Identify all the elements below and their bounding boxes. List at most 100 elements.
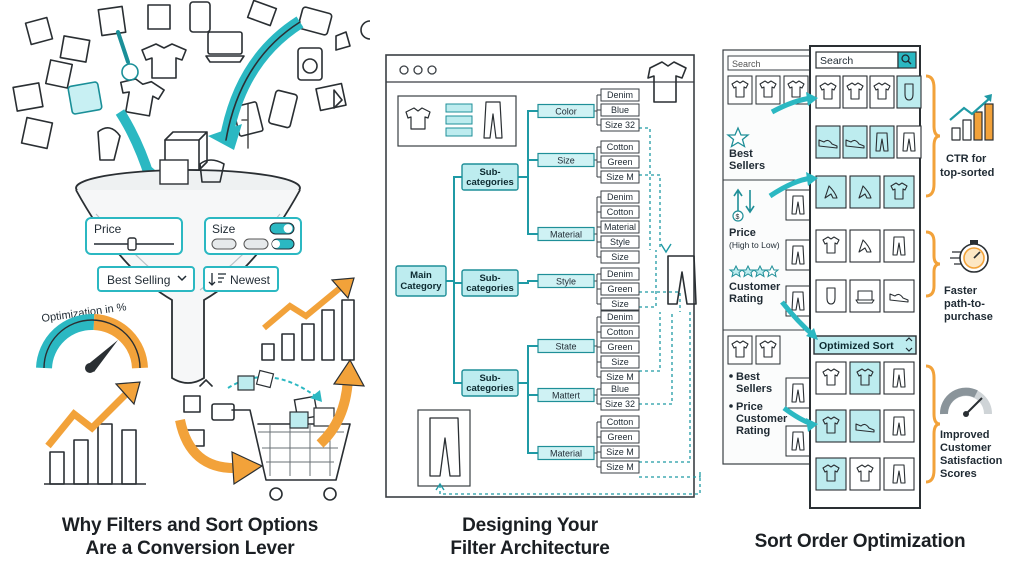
filter-value-node[interactable]: Style	[600, 235, 640, 249]
product-tile[interactable]	[815, 175, 847, 209]
filter-value-node[interactable]: Size M	[600, 370, 640, 384]
filter-value-node[interactable]: Size	[600, 355, 640, 369]
search-input[interactable]: Search	[815, 51, 917, 69]
filter-value-node[interactable]: Cotton	[600, 325, 640, 339]
product-tile[interactable]	[896, 125, 922, 159]
search-input[interactable]: Search	[727, 55, 813, 71]
filter-value-node[interactable]: Size 32	[600, 118, 640, 132]
filter-value-node[interactable]: Denim	[600, 267, 640, 281]
product-tile[interactable]	[815, 125, 841, 159]
filter-value-node[interactable]: Blue	[600, 382, 640, 396]
product-tile[interactable]	[849, 457, 881, 491]
product-tile[interactable]	[785, 377, 811, 409]
sort-best-selling-dropdown[interactable]: Best Selling	[97, 266, 195, 292]
node-label: categories	[466, 383, 514, 394]
chevron-down-icon	[177, 275, 187, 282]
node-label: categories	[466, 177, 514, 188]
search-button[interactable]	[897, 51, 917, 69]
product-tile[interactable]	[842, 125, 868, 159]
sort-newest-button[interactable]: Newest	[203, 266, 279, 292]
filter-value-node[interactable]: Size	[600, 250, 640, 264]
attribute-node[interactable]: Mattert	[537, 387, 595, 403]
product-tile[interactable]	[815, 229, 847, 263]
product-tile[interactable]	[727, 75, 753, 105]
attribute-node[interactable]: Style	[537, 273, 595, 289]
optimized-sort-dropdown[interactable]: Optimized Sort	[813, 335, 917, 355]
filter-value-node[interactable]: Green	[600, 340, 640, 354]
subcategory-node[interactable]: Sub-categories	[461, 163, 519, 191]
size-label: Size	[212, 222, 236, 236]
node-label: Sub-	[479, 373, 500, 384]
product-tile[interactable]	[869, 125, 895, 159]
attribute-node[interactable]: Material	[537, 226, 595, 242]
filter-value-node[interactable]: Green	[600, 155, 640, 169]
filter-value-node[interactable]: Blue	[600, 103, 640, 117]
price-sort-sublabel: (High to Low)	[729, 240, 780, 250]
price-slider-handle[interactable]	[127, 237, 137, 251]
filter-value-node[interactable]: Size	[600, 297, 640, 311]
chevron-updown-icon	[905, 337, 913, 352]
filter-value-node[interactable]: Size M	[600, 445, 640, 459]
product-tile[interactable]	[849, 361, 881, 395]
product-tile[interactable]	[785, 189, 811, 221]
product-tile[interactable]	[849, 409, 881, 443]
filter-value-node[interactable]: Size M	[600, 460, 640, 474]
node-label: Denim	[607, 312, 633, 322]
product-tile[interactable]	[785, 239, 811, 271]
filter-value-node[interactable]: Denim	[600, 310, 640, 324]
filter-value-node[interactable]: Denim	[600, 190, 640, 204]
product-tile[interactable]	[849, 279, 881, 313]
filter-value-node[interactable]: Green	[600, 430, 640, 444]
product-tile[interactable]	[785, 285, 811, 317]
product-tile[interactable]	[883, 361, 915, 395]
best-sellers-option[interactable]	[726, 126, 750, 148]
product-tile[interactable]	[815, 409, 847, 443]
node-label: categories	[466, 283, 514, 294]
product-tile[interactable]	[849, 229, 881, 263]
product-tile[interactable]	[815, 279, 847, 313]
node-label: Sub-	[479, 167, 500, 178]
arrow-down-icon	[115, 109, 155, 180]
bracket-icon	[925, 230, 941, 298]
product-tile[interactable]	[755, 335, 781, 365]
product-tile[interactable]	[815, 457, 847, 491]
sort-newest-label: Newest	[230, 273, 271, 287]
filter-value-node[interactable]: Size 32	[600, 397, 640, 411]
product-tile[interactable]	[785, 425, 811, 457]
filter-value-node[interactable]: Size M	[600, 170, 640, 184]
filter-value-node[interactable]: Denim	[600, 88, 640, 102]
product-tile[interactable]	[849, 175, 881, 209]
product-tile[interactable]	[727, 335, 753, 365]
attribute-node[interactable]: Size	[537, 152, 595, 168]
filter-value-node[interactable]: Green	[600, 282, 640, 296]
product-tile[interactable]	[883, 175, 915, 209]
size-filter[interactable]: Size	[204, 217, 302, 255]
node-label: Size M	[606, 447, 634, 457]
product-tile[interactable]	[883, 229, 915, 263]
product-tile[interactable]	[883, 279, 915, 313]
product-tile[interactable]	[869, 75, 895, 109]
filter-value-node[interactable]: Cotton	[600, 205, 640, 219]
product-tile[interactable]	[883, 457, 915, 491]
tshirt-icon	[647, 61, 687, 103]
product-tile[interactable]	[896, 75, 922, 109]
product-tile[interactable]	[815, 75, 841, 109]
product-tile[interactable]	[815, 361, 847, 395]
product-tile[interactable]	[883, 409, 915, 443]
sort-icon	[208, 273, 226, 286]
product-tile[interactable]	[842, 75, 868, 109]
filter-value-node[interactable]: Cotton	[600, 140, 640, 154]
price-filter[interactable]: Price	[85, 217, 183, 255]
attribute-node[interactable]: State	[537, 338, 595, 354]
attribute-node[interactable]: Material	[537, 445, 595, 461]
subcategory-node[interactable]: Sub-categories	[461, 269, 519, 297]
size-toggle[interactable]	[243, 238, 269, 250]
subcategory-node[interactable]: Sub-categories	[461, 369, 519, 397]
filter-value-node[interactable]: Cotton	[600, 415, 640, 429]
filter-value-node[interactable]: Material	[600, 220, 640, 234]
attribute-node[interactable]: Color	[537, 103, 595, 119]
product-tile[interactable]	[755, 75, 781, 105]
